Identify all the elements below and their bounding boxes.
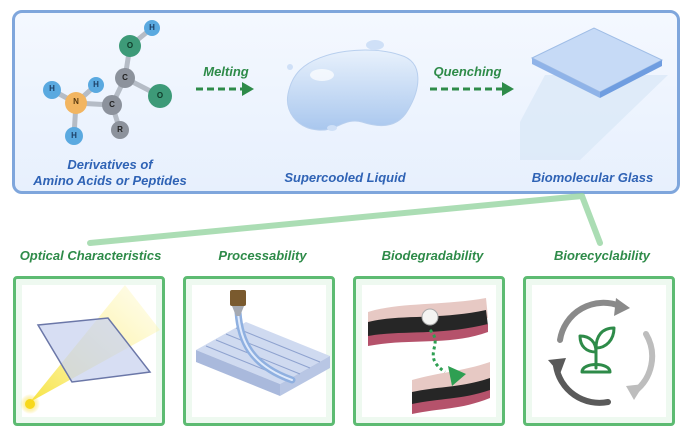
atom-n (65, 92, 87, 114)
stage2-label: Supercooled Liquid (284, 170, 406, 185)
atom-label-h3: H (93, 80, 99, 89)
atom-label-o1: O (126, 41, 134, 50)
atom-label-n: N (73, 97, 79, 106)
atom-label-h1: H (49, 84, 55, 93)
atom-label-o2: O (156, 91, 164, 100)
atom-o-top (119, 35, 141, 57)
property-label-biodegradability: Biodegradability (381, 248, 484, 263)
atom-h-top (88, 77, 104, 93)
atom-label-c2: C (122, 73, 128, 82)
property-label-processability: Processability (218, 248, 307, 263)
atom-r (111, 121, 129, 139)
atom-label-h4: H (149, 23, 155, 32)
stage3-label: Biomolecular Glass (531, 170, 654, 185)
atom-c-alpha (102, 95, 122, 115)
property-label-optical: Optical Characteristics (19, 248, 162, 263)
atom-o-right (148, 84, 172, 108)
melting-label: Melting (203, 64, 249, 79)
atom-label-r: R (117, 125, 123, 134)
quenching-label: Quenching (433, 64, 502, 79)
atom-h-left (43, 81, 61, 99)
atom-h-right (144, 20, 160, 36)
atom-c-carbonyl (115, 68, 135, 88)
atom-h-bottom (65, 127, 83, 145)
property-label-biorecyclability: Biorecyclability (553, 248, 651, 263)
atom-label-c1: C (109, 100, 115, 109)
stage1-label: Derivatives of Amino Acids or Peptides (30, 157, 190, 189)
atom-label-h2: H (71, 131, 77, 140)
stage1-label-line1: Derivatives of (67, 157, 153, 172)
stage1-label-line2: Amino Acids or Peptides (33, 173, 187, 188)
